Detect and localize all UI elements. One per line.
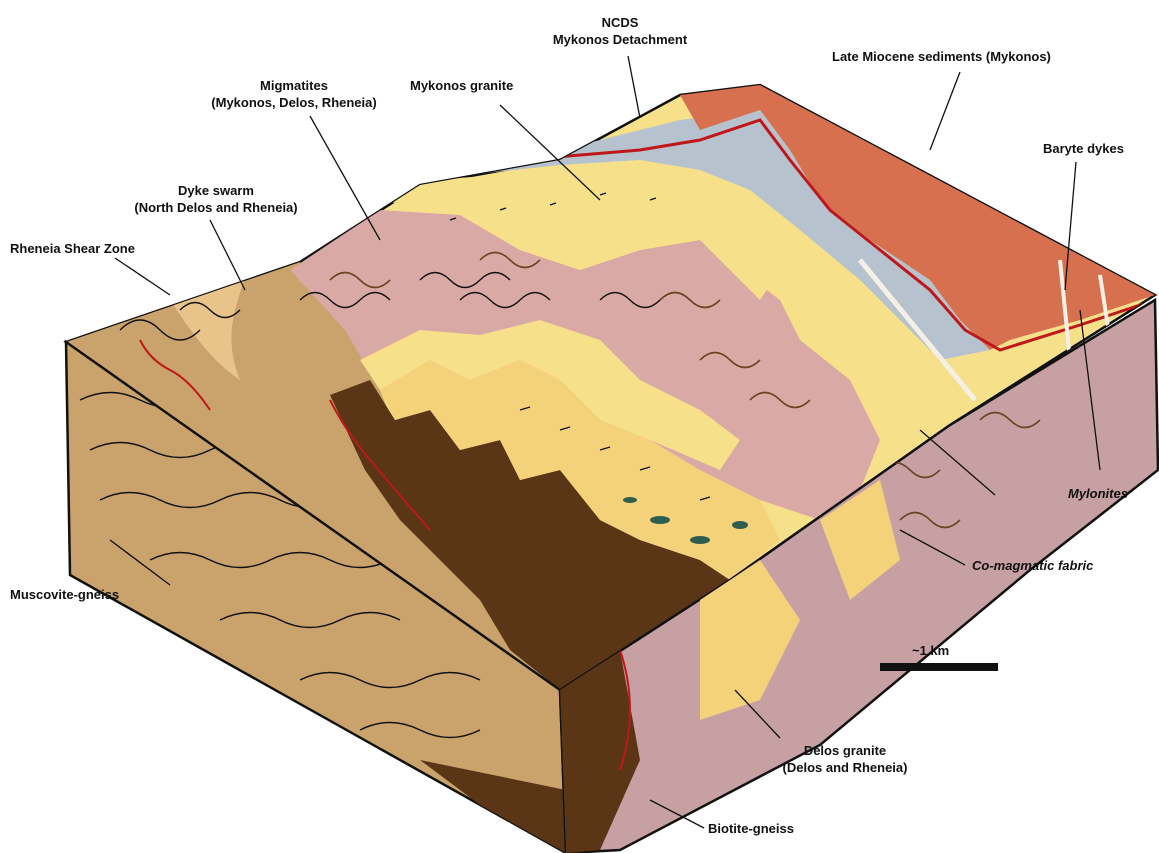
label-migmatites-loc: (Mykonos, Delos, Rheneia)	[194, 94, 394, 111]
label-rheneia-shear-zone: Rheneia Shear Zone	[10, 240, 135, 257]
label-scale: ~1 km	[912, 642, 949, 659]
label-delos-granite-title: Delos granite	[760, 742, 930, 759]
label-mylonites: Mylonites	[1068, 485, 1128, 502]
label-co-magmatic-fabric: Co-magmatic fabric	[972, 557, 1093, 574]
label-ncds-title: NCDS	[535, 14, 705, 31]
label-migmatites: Migmatites (Mykonos, Delos, Rheneia)	[194, 77, 394, 111]
label-delos-granite-loc: (Delos and Rheneia)	[760, 759, 930, 776]
label-dyke-swarm-title: Dyke swarm	[116, 182, 316, 199]
label-biotite-gneiss: Biotite-gneiss	[708, 820, 794, 837]
label-mykonos-granite: Mykonos granite	[410, 77, 513, 94]
label-migmatites-title: Migmatites	[194, 77, 394, 94]
label-dyke-swarm: Dyke swarm (North Delos and Rheneia)	[116, 182, 316, 216]
label-dyke-swarm-loc: (North Delos and Rheneia)	[116, 199, 316, 216]
label-mykonos-detachment: Mykonos Detachment	[535, 31, 705, 48]
label-late-miocene: Late Miocene sediments (Mykonos)	[832, 48, 1051, 65]
label-muscovite-gneiss: Muscovite-gneiss	[10, 586, 119, 603]
label-ncds: NCDS Mykonos Detachment	[535, 14, 705, 48]
label-baryte-dykes: Baryte dykes	[1043, 140, 1124, 157]
scale-bar	[880, 663, 998, 671]
label-delos-granite: Delos granite (Delos and Rheneia)	[760, 742, 930, 776]
